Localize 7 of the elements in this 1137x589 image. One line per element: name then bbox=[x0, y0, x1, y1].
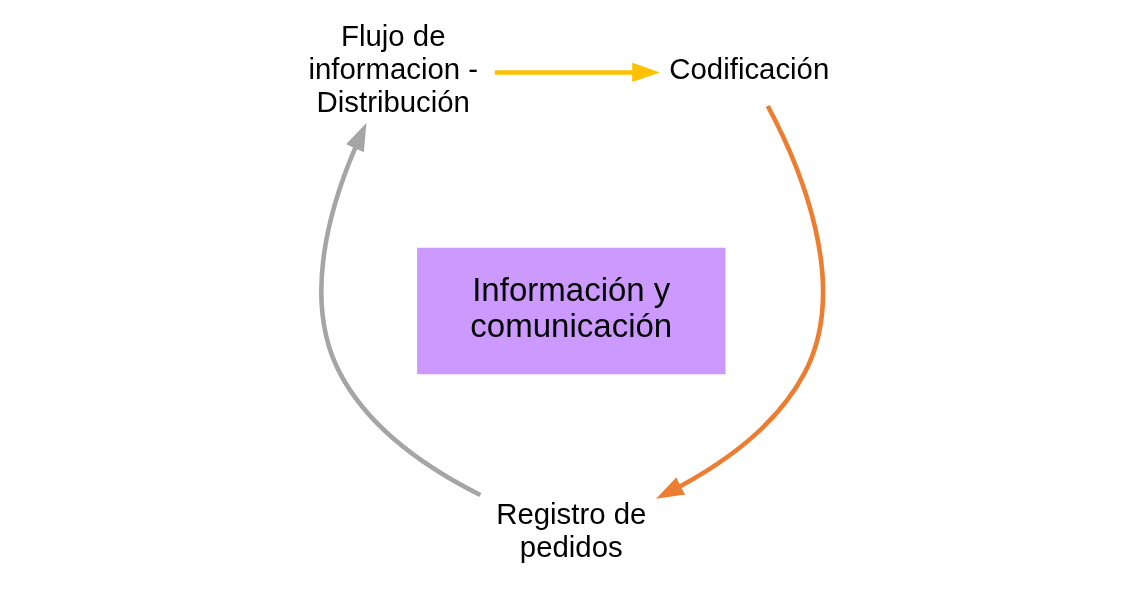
arrow bbox=[318, 123, 481, 498]
arrow bbox=[655, 104, 825, 499]
node-box: Información y comunicación bbox=[416, 247, 725, 375]
node-text: Codificación bbox=[668, 52, 829, 86]
arrow bbox=[494, 62, 660, 83]
node-text: Registro de pedidos bbox=[495, 496, 646, 563]
node-text: Flujo de informacion - Distribución bbox=[307, 19, 478, 119]
